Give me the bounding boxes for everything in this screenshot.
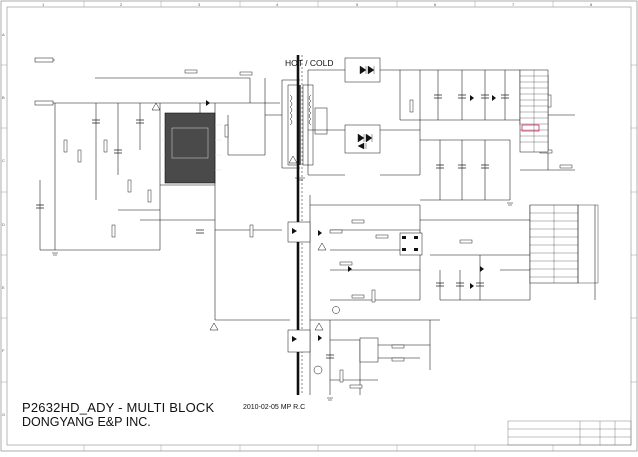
zone-row-g: G <box>2 412 6 417</box>
input-connectors <box>34 57 54 106</box>
warning-triangles <box>151 102 327 331</box>
optocouplers <box>287 221 311 353</box>
capacitors <box>36 94 509 359</box>
pwm-controller-ic <box>164 112 216 184</box>
zone-row-f: F <box>2 348 5 353</box>
wiring <box>36 59 596 395</box>
zone-row-a: A <box>2 32 5 37</box>
zone-col-7: 7 <box>512 2 515 7</box>
ground-symbols <box>52 177 513 401</box>
schematic-title: P2632HD_ADY - MULTI BLOCK <box>22 400 215 415</box>
zone-col-2: 2 <box>120 2 123 7</box>
zone-col-5: 5 <box>356 2 359 7</box>
company-name: DONGYANG E&P INC. <box>22 415 151 429</box>
small-diodes <box>206 95 496 341</box>
output-connector-main <box>519 69 549 153</box>
transistors <box>313 306 340 375</box>
zone-col-3: 3 <box>198 2 201 7</box>
zone-row-c: C <box>2 158 5 163</box>
zone-col-6: 6 <box>434 2 437 7</box>
output-connector-lower <box>529 204 599 284</box>
title-block <box>507 420 632 446</box>
zone-row-e: E <box>2 285 5 290</box>
optocoupler-lower <box>287 329 311 353</box>
revision-date: 2010-02-05 MP R.C <box>243 404 306 411</box>
zone-col-1: 1 <box>42 2 45 7</box>
connector-ac-l <box>34 57 54 63</box>
zone-col-4: 4 <box>276 2 279 7</box>
optocoupler-upper <box>287 221 311 243</box>
zone-col-8: 8 <box>590 2 593 7</box>
connector-ac-n <box>34 100 54 106</box>
zone-row-b: B <box>2 95 5 100</box>
hot-cold-label: HOT / COLD <box>285 58 334 68</box>
zone-row-d: D <box>2 222 5 227</box>
secondary-ics <box>359 232 423 363</box>
resistors <box>63 69 573 389</box>
diode-symbols <box>357 65 375 150</box>
regulator-ic-b <box>359 337 379 363</box>
sheet-border-inner <box>6 6 632 446</box>
highlighted-pin <box>521 124 540 132</box>
pwm-controller-core <box>171 127 209 159</box>
transformer <box>287 84 328 166</box>
